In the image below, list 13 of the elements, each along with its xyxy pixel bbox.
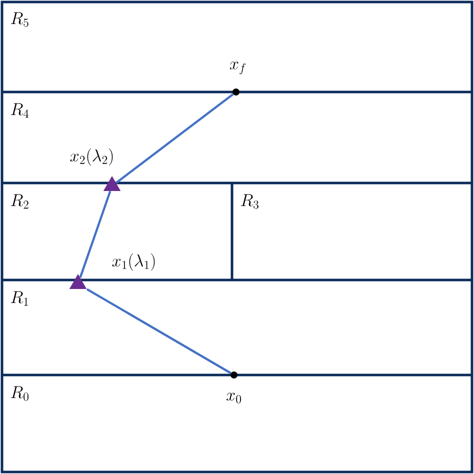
- region-label: $R_4$: [11, 103, 29, 118]
- region-label: $R_1$: [11, 291, 28, 306]
- region-label: $R_3$: [241, 194, 258, 209]
- path-line: [116, 93, 234, 184]
- region-label: $R_2$: [11, 194, 28, 209]
- point-label: $x_0$: [226, 392, 241, 404]
- point-label: $x_1(\lambda_1)$: [112, 253, 155, 271]
- region-label: $R_5$: [11, 12, 28, 27]
- path-line: [79, 190, 112, 278]
- point-label: $x_2(\lambda_2)$: [70, 148, 113, 166]
- region-label: $R_0$: [11, 386, 28, 401]
- point-label: $x_f$: [230, 62, 246, 74]
- path-line: [86, 288, 232, 374]
